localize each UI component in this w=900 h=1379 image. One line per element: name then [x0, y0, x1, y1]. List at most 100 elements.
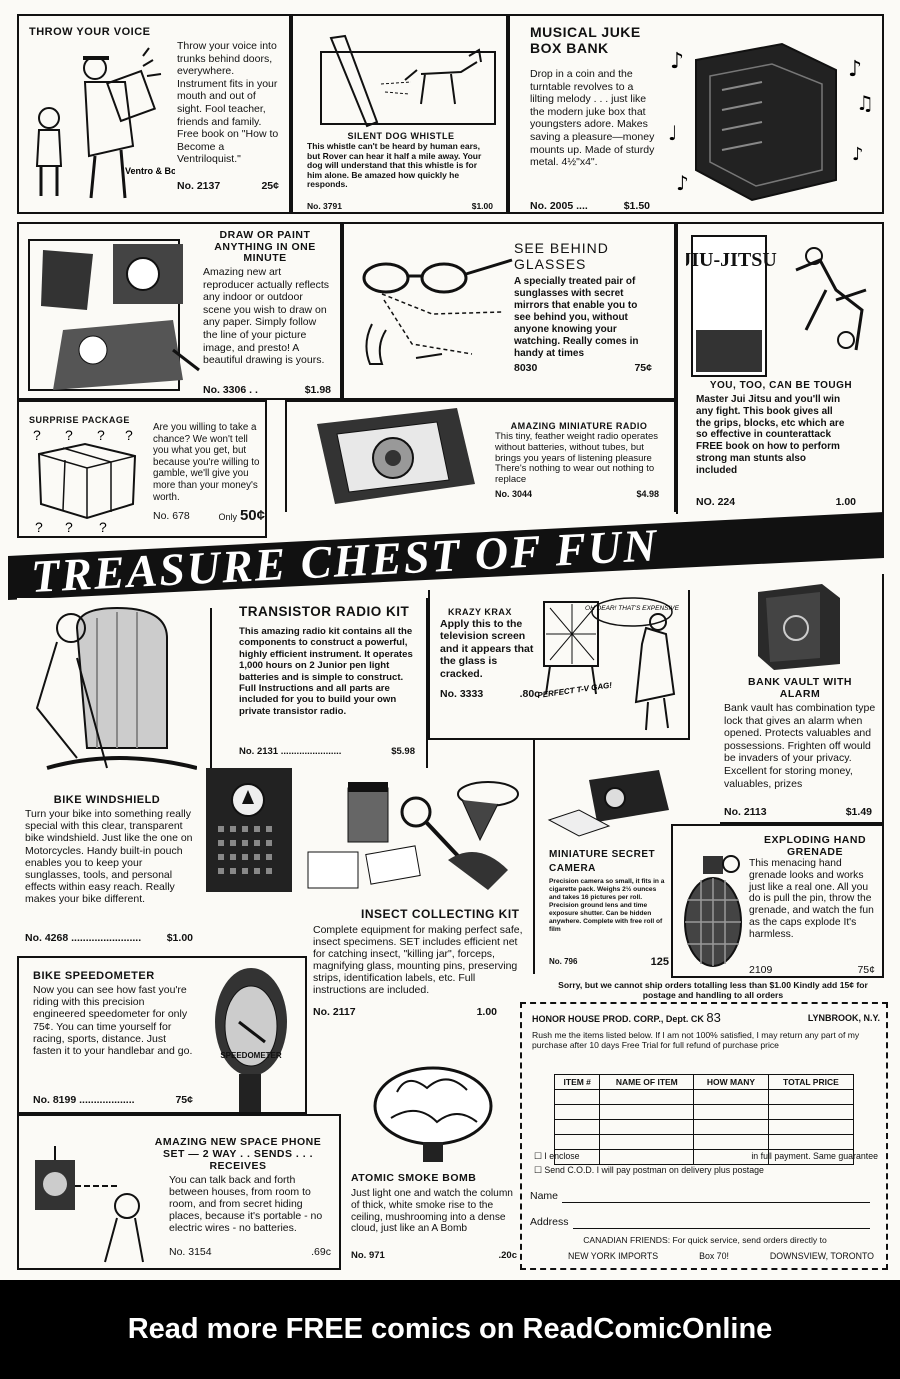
juke-box-illustration: ♪ ♪ ♫ ♩ ♪ ♪ — [668, 42, 874, 202]
order-row[interactable] — [553, 1149, 855, 1165]
ad-price-line: No. 2005 .... $1.50 — [530, 200, 650, 212]
ventriloquist-illustration: Ventro & Book — [35, 47, 175, 199]
company-name: HONOR HOUSE PROD. CORP., Dept. CK — [532, 1014, 704, 1024]
order-table[interactable]: ITEM # NAME OF ITEM HOW MANY TOTAL PRICE — [553, 1074, 855, 1165]
windshield-illustration — [35, 606, 197, 770]
address-field[interactable]: Address — [530, 1216, 870, 1229]
ad-price-line: No. 2113 $1.49 — [724, 806, 872, 819]
order-row[interactable] — [553, 1134, 855, 1150]
ad-krazy-krax[interactable]: KRAZY KRAX Apply this to the television … — [428, 590, 690, 740]
item-price: .20c — [498, 1250, 518, 1261]
order-row[interactable] — [553, 1119, 855, 1135]
ad-insect-kit[interactable]: INSECT COLLECTING KIT Complete equipment… — [305, 900, 533, 1024]
ad-bank-vault[interactable]: BANK VAULT WITH ALARM Bank vault has com… — [720, 574, 884, 824]
package-illustration: ? ? ? ? ? ? ? — [33, 427, 137, 534]
ad-body: Amazing new art reproducer actually refl… — [203, 266, 330, 367]
ad-price-line: No. 2131 ....................... $5.98 — [239, 746, 415, 759]
ad-body: Drop in a coin and the turntable revolve… — [530, 68, 655, 169]
ad-price-line: No. 971 .20c — [351, 1250, 517, 1263]
ad-transistor-radio-kit[interactable]: TRANSISTOR RADIO KIT This amazing radio … — [205, 598, 428, 768]
col-qty: HOW MANY — [693, 1074, 769, 1090]
ad-ventriloquist[interactable]: THROW YOUR VOICE Ventro & Book Throw you… — [17, 14, 291, 214]
ad-title: ATOMIC SMOKE BOMB — [351, 1172, 477, 1184]
order-row[interactable] — [553, 1104, 855, 1120]
item-number: 8030 — [514, 362, 538, 374]
item-price: 125 — [650, 956, 669, 968]
ad-title: MUSICAL JUKE BOX BANK — [530, 24, 641, 56]
item-price: 25¢ — [261, 180, 279, 192]
ad-title: BIKE WINDSHIELD — [53, 794, 161, 806]
price-wrap: Only 50¢ — [219, 507, 265, 524]
col-name: NAME OF ITEM — [599, 1074, 695, 1090]
ad-surprise-package[interactable]: SURPRISE PACKAGE ? ? ? ? ? ? ? Are you w… — [17, 400, 267, 538]
ad-title: INSECT COLLECTING KIT — [361, 907, 520, 921]
music-note-icon: ♩ — [668, 121, 677, 145]
item-price: 75¢ — [175, 1094, 193, 1106]
antenna-line — [210, 608, 212, 788]
payment-option-enclose[interactable]: ☐ I enclose in full payment. Same guaran… — [534, 1150, 878, 1163]
ad-title: TRANSISTOR RADIO KIT — [239, 604, 410, 619]
ad-secret-camera[interactable]: MINIATURE SECRET CAMERA Precision camera… — [533, 740, 673, 974]
ad-jiu-jitsu-book[interactable]: JIU-JITSU YOU, TOO, CAN BE TOUGH Master … — [676, 222, 884, 514]
question-mark-icon: ? — [65, 519, 73, 534]
ad-title: AMAZING MINIATURE RADIO — [510, 421, 648, 431]
jiu-jitsu-illustration: JIU-JITSU — [686, 235, 867, 377]
checkbox-icon[interactable]: ☐ — [534, 1151, 542, 1161]
item-number: No. 796 — [549, 957, 578, 966]
ad-bike-windshield[interactable]: BIKE WINDSHIELD Turn your bike into some… — [17, 598, 197, 954]
ad-smoke-bomb[interactable]: ATOMIC SMOKE BOMB Just light one and wat… — [307, 1056, 522, 1270]
payment-option-cod[interactable]: ☐ Send C.O.D. I will pay postman on deli… — [534, 1164, 878, 1177]
canadian-notice: CANADIAN FRIENDS: For quick service, sen… — [583, 1235, 827, 1245]
ad-price-line: No. 4268 ........................ $1.00 — [25, 932, 193, 945]
book-cover-title: JIU-JITSU — [686, 249, 777, 271]
ad-title: YOU, TOO, CAN BE TOUGH — [709, 380, 853, 391]
ad-title: DRAW OR PAINT ANYTHING IN ONE MINUTE — [214, 229, 316, 264]
item-price: 1.00 — [835, 496, 856, 508]
address-underline[interactable] — [572, 1216, 870, 1229]
ventro-label: Ventro & Book — [125, 166, 175, 176]
ad-body: This amazing radio kit contains all the … — [239, 626, 413, 717]
ad-price-line: NO. 224 1.00 — [696, 496, 856, 509]
company-wrap: HONOR HOUSE PROD. CORP., Dept. CK 83 — [532, 1011, 721, 1026]
ad-miniature-radio[interactable]: AMAZING MINIATURE RADIO This tiny, feath… — [285, 400, 676, 512]
name-underline[interactable] — [562, 1190, 870, 1203]
item-number: No. 3791 — [307, 201, 342, 211]
ad-see-behind-glasses[interactable]: SEE BEHIND GLASSES A specially treated p… — [342, 222, 676, 400]
col-total: TOTAL PRICE — [767, 1074, 855, 1090]
checkbox-icon[interactable]: ☐ — [534, 1165, 542, 1175]
ad-body: A specially treated pair of sunglasses w… — [514, 276, 639, 359]
ad-price-line: No. 678 Only 50¢ — [153, 507, 265, 524]
item-price: $1.00 — [166, 932, 193, 944]
ad-bike-speedometer[interactable]: BIKE SPEEDOMETER Now you can see how fas… — [17, 956, 307, 1114]
ad-title: MINIATURE SECRET CAMERA — [549, 849, 656, 874]
item-number: No. 2137 — [177, 180, 221, 192]
item-number: 2109 — [749, 964, 773, 976]
ad-hand-grenade[interactable]: EXPLODING HAND GRENADE This menacing han… — [671, 824, 884, 978]
ad-art-reproducer[interactable]: DRAW OR PAINT ANYTHING IN ONE MINUTE Ama… — [17, 222, 342, 400]
item-price: 50¢ — [239, 507, 265, 524]
item-number: No. 678 — [153, 510, 190, 522]
ad-body: Now you can see how fast you're riding w… — [33, 984, 193, 1058]
camera-illustration — [547, 770, 669, 837]
ad-title: AMAZING NEW SPACE PHONE SET — 2 WAY . . … — [154, 1136, 322, 1172]
ad-price-line: No. 2117 1.00 — [313, 1006, 497, 1019]
item-number: No. 3044 — [495, 489, 533, 499]
ad-title: SEE BEHIND GLASSES — [514, 240, 609, 272]
ad-price-line: No. 3044 $4.98 — [495, 488, 659, 501]
ad-juke-box-bank[interactable]: MUSICAL JUKE BOX BANK Drop in a coin and… — [508, 14, 884, 214]
item-number: No. 2131 ....................... — [239, 746, 342, 757]
ad-dog-whistle[interactable]: SILENT DOG WHISTLE This whistle can't be… — [291, 14, 508, 214]
order-form[interactable]: HONOR HOUSE PROD. CORP., Dept. CK 83 LYN… — [520, 1002, 888, 1270]
question-mark-icon: ? — [33, 427, 41, 443]
ad-price-line: No. 3306 . . $1.98 — [203, 384, 331, 397]
question-mark-icon: ? — [65, 427, 73, 443]
name-field[interactable]: Name — [530, 1190, 870, 1203]
order-row[interactable] — [553, 1089, 855, 1105]
ad-price-line: No. 8199 ................... 75¢ — [33, 1094, 193, 1107]
ad-title: SILENT DOG WHISTLE — [347, 131, 455, 141]
ad-body: You can talk back and forth between hous… — [169, 1174, 323, 1234]
question-mark-icon: ? — [97, 427, 105, 443]
music-note-icon: ♪ — [670, 49, 684, 74]
ad-space-phone[interactable]: AMAZING NEW SPACE PHONE SET — 2 WAY . . … — [17, 1114, 341, 1270]
treasure-chest-banner: TREASURE CHEST OF FUN — [8, 512, 884, 600]
